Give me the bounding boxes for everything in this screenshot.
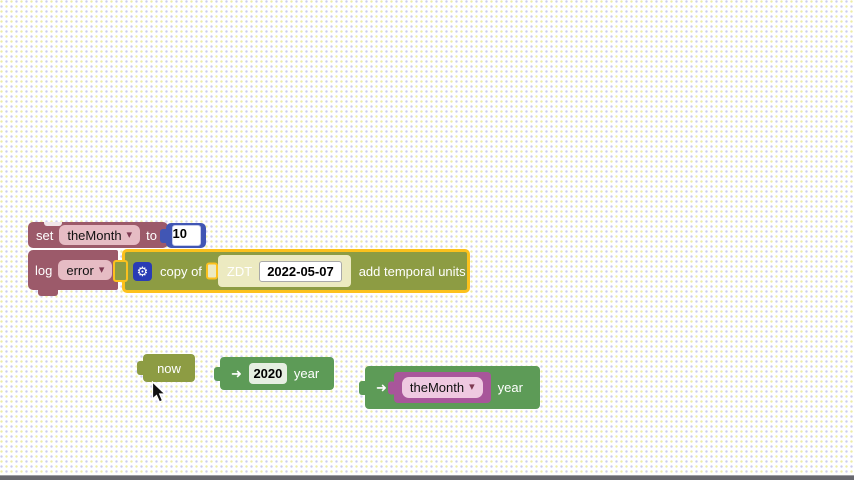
arrow-right-icon: ➜	[376, 380, 387, 395]
log-level-dropdown[interactable]: error ▾	[58, 260, 113, 280]
block-plug	[160, 228, 169, 243]
themonth-year-block[interactable]: ➜ theMonth ▾ year	[359, 366, 540, 409]
add-temporal-units-label: add temporal units	[358, 263, 466, 279]
variable-dropdown[interactable]: theMonth ▾	[59, 225, 141, 245]
log-statement-block[interactable]: log error ▾	[28, 250, 118, 296]
mutator-gear-button[interactable]: ⚙	[133, 261, 152, 281]
year-unit-label: year	[293, 366, 320, 381]
now-label: now	[157, 360, 181, 376]
block-plug	[137, 361, 146, 375]
variable-getter-block[interactable]: theMonth ▾	[387, 372, 491, 403]
block-plug	[113, 260, 128, 282]
zdt-date-block[interactable]: ZDT 2022-05-07	[205, 255, 351, 287]
number-value-block[interactable]: 10	[160, 223, 206, 248]
chevron-down-icon: ▾	[469, 381, 475, 393]
copy-of-label: copy of	[160, 263, 202, 279]
variable-dropdown-value: theMonth	[67, 227, 122, 243]
set-variable-block[interactable]: set theMonth ▾ to	[28, 222, 168, 248]
variable-dropdown[interactable]: theMonth ▾	[401, 377, 483, 398]
chevron-down-icon: ▾	[126, 228, 133, 241]
block-plug	[205, 262, 218, 280]
arrow-right-icon: ➜	[231, 366, 242, 381]
log-label: log	[35, 262, 53, 278]
mouse-cursor-icon	[151, 381, 167, 403]
to-label: to	[146, 227, 157, 243]
year-2020-block[interactable]: ➜ 2020 year	[214, 357, 334, 390]
block-plug	[387, 381, 396, 394]
year-unit-label: year	[497, 380, 523, 395]
gear-icon: ⚙	[136, 263, 149, 279]
set-label: set	[36, 227, 54, 243]
block-plug	[214, 366, 223, 381]
zdt-label: ZDT	[226, 263, 253, 279]
horizontal-scrollbar[interactable]	[0, 475, 854, 480]
copy-of-block-selected[interactable]: ⚙ copy of ZDT 2022-05-07 add temporal un…	[113, 249, 470, 293]
block-plug	[359, 380, 368, 395]
now-block[interactable]: now	[137, 354, 195, 382]
statement-tab	[38, 290, 58, 296]
chevron-down-icon: ▾	[98, 263, 105, 276]
statement-notch	[44, 222, 62, 226]
log-level-value: error	[66, 262, 94, 278]
variable-dropdown-value: theMonth	[409, 380, 465, 395]
date-input[interactable]: 2022-05-07	[259, 260, 342, 282]
number-input[interactable]: 10	[171, 225, 201, 246]
year-input[interactable]: 2020	[248, 363, 287, 384]
